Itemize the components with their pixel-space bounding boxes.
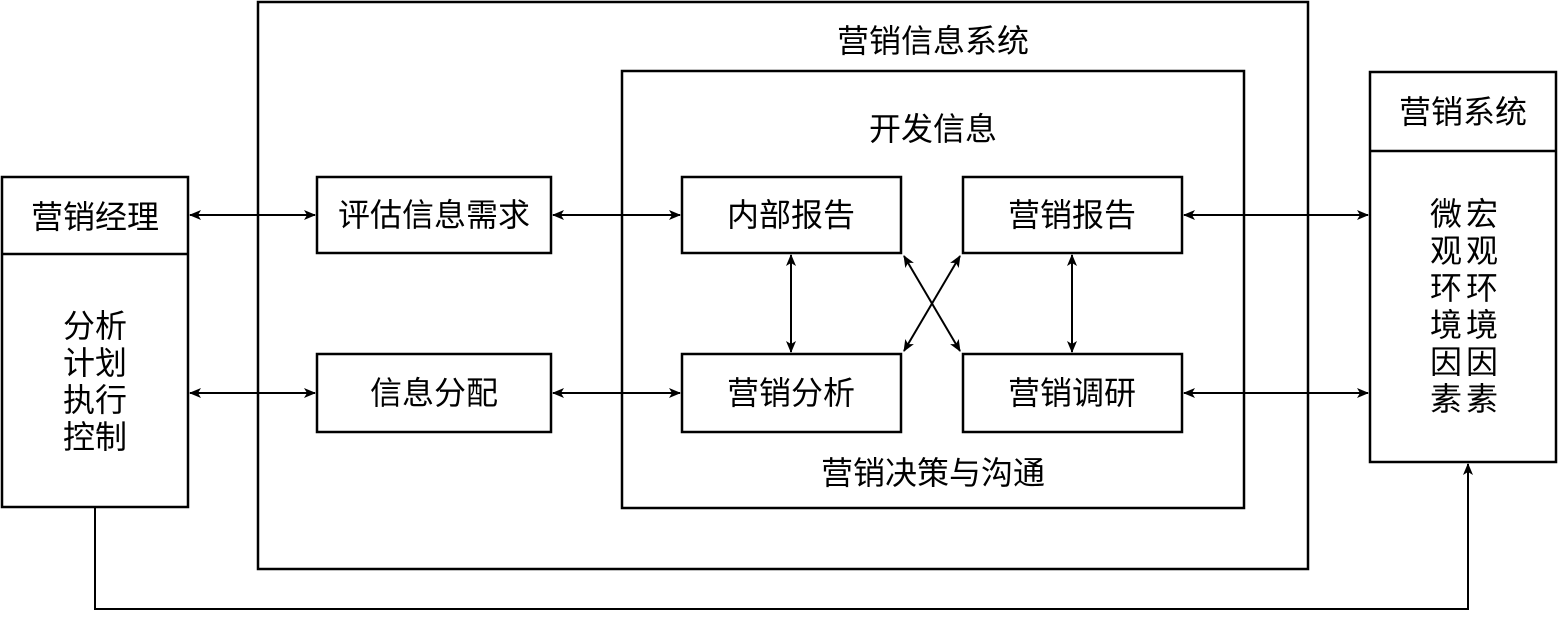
distribute-info-label: 信息分配 [370, 374, 498, 412]
micro-char-3: 境 [1430, 306, 1462, 344]
macro-char-5: 素 [1466, 380, 1498, 418]
manager-function-execution: 执行 [63, 381, 127, 419]
marketing-environment-title: 营销系统 [1399, 93, 1527, 131]
macro-environment-factors: 宏 观 环 境 因 素 [1466, 195, 1498, 418]
marketing-manager-title: 营销经理 [31, 198, 159, 236]
micro-char-2: 环 [1430, 269, 1462, 307]
marketing-info-system-title: 营销信息系统 [837, 22, 1029, 60]
marketing-info-system-frame [256, 0, 1310, 571]
decision-communication-label: 营销决策与沟通 [821, 454, 1045, 492]
micro-char-0: 微 [1430, 195, 1462, 233]
arrow-analysis-reports-cross [903, 255, 961, 352]
marketing-reports-label: 营销报告 [1008, 196, 1136, 234]
distribute-info-box [315, 352, 553, 434]
micro-char-1: 观 [1430, 232, 1462, 270]
assess-info-needs-label: 评估信息需求 [338, 196, 530, 234]
assess-info-needs-box [315, 175, 553, 255]
macro-char-0: 宏 [1466, 195, 1498, 233]
micro-environment-factors: 微 观 环 境 因 素 [1430, 195, 1462, 418]
internal-reports-label: 内部报告 [727, 196, 855, 234]
micro-char-5: 素 [1430, 380, 1462, 418]
internal-reports-box [680, 175, 903, 255]
marketing-environment-box [1368, 70, 1558, 464]
marketing-analysis-box [680, 352, 903, 434]
macro-char-4: 因 [1466, 343, 1498, 381]
marketing-analysis-label: 营销分析 [727, 374, 855, 412]
macro-char-1: 观 [1466, 232, 1498, 270]
develop-info-title: 开发信息 [869, 110, 997, 148]
marketing-reports-box [961, 175, 1184, 255]
arrow-manager-to-environment [94, 463, 1473, 610]
marketing-manager-box [0, 175, 190, 509]
macro-char-2: 环 [1466, 269, 1498, 307]
marketing-research-label: 营销调研 [1008, 374, 1136, 412]
develop-info-frame [620, 69, 1246, 510]
manager-function-control: 控制 [63, 418, 127, 456]
micro-char-4: 因 [1430, 343, 1462, 381]
macro-char-3: 境 [1466, 306, 1498, 344]
marketing-research-box [961, 352, 1184, 434]
manager-function-analysis: 分析 [63, 307, 127, 345]
manager-function-planning: 计划 [63, 344, 127, 382]
